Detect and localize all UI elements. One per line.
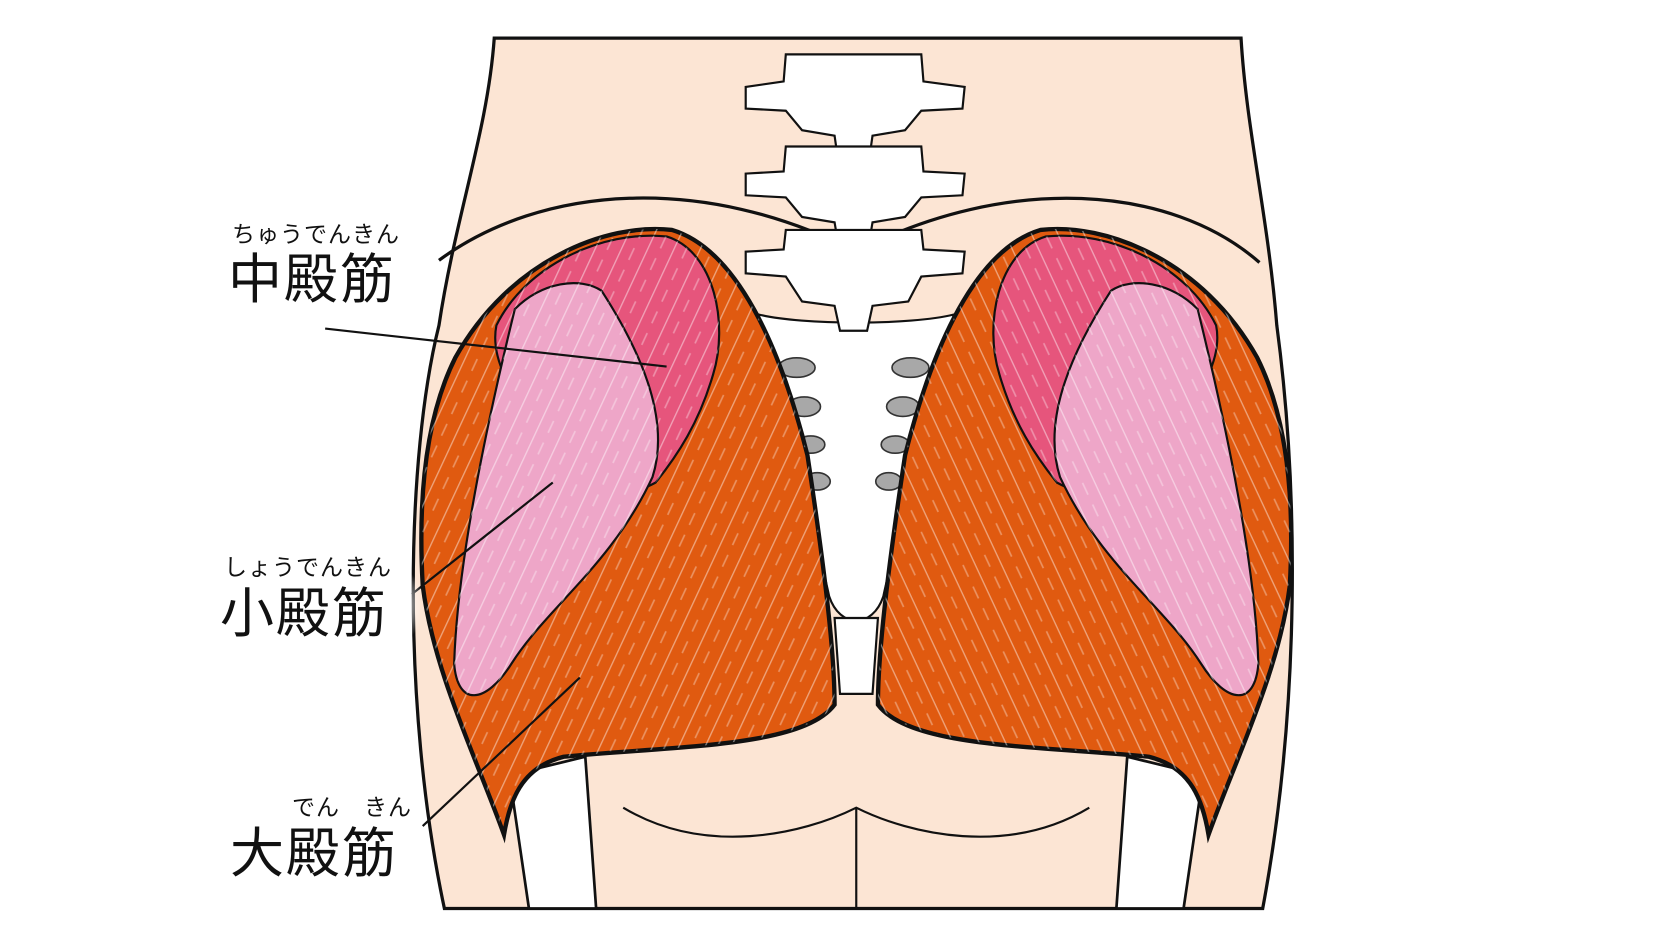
furigana-medius: ちゅうでんきん [232, 222, 400, 248]
leader-line-maximus [421, 676, 581, 827]
leader-line-medius [325, 327, 667, 368]
leader-lines [325, 327, 667, 827]
furigana-maximus: でん きん [292, 795, 412, 821]
label-halo [210, 545, 420, 665]
gluteal-crease [622, 806, 1090, 909]
leader-line-minimus [411, 481, 554, 595]
label-gluteus-minimus: 小殿筋 [220, 582, 388, 645]
lumbar-vertebrae [744, 53, 966, 332]
furigana-minimus: しょうでんきん [224, 555, 392, 581]
label-gluteus-maximus: 大殿筋 [230, 822, 398, 885]
thigh-gaps [507, 755, 1205, 910]
label-gluteus-medius: 中殿筋 [228, 248, 396, 311]
